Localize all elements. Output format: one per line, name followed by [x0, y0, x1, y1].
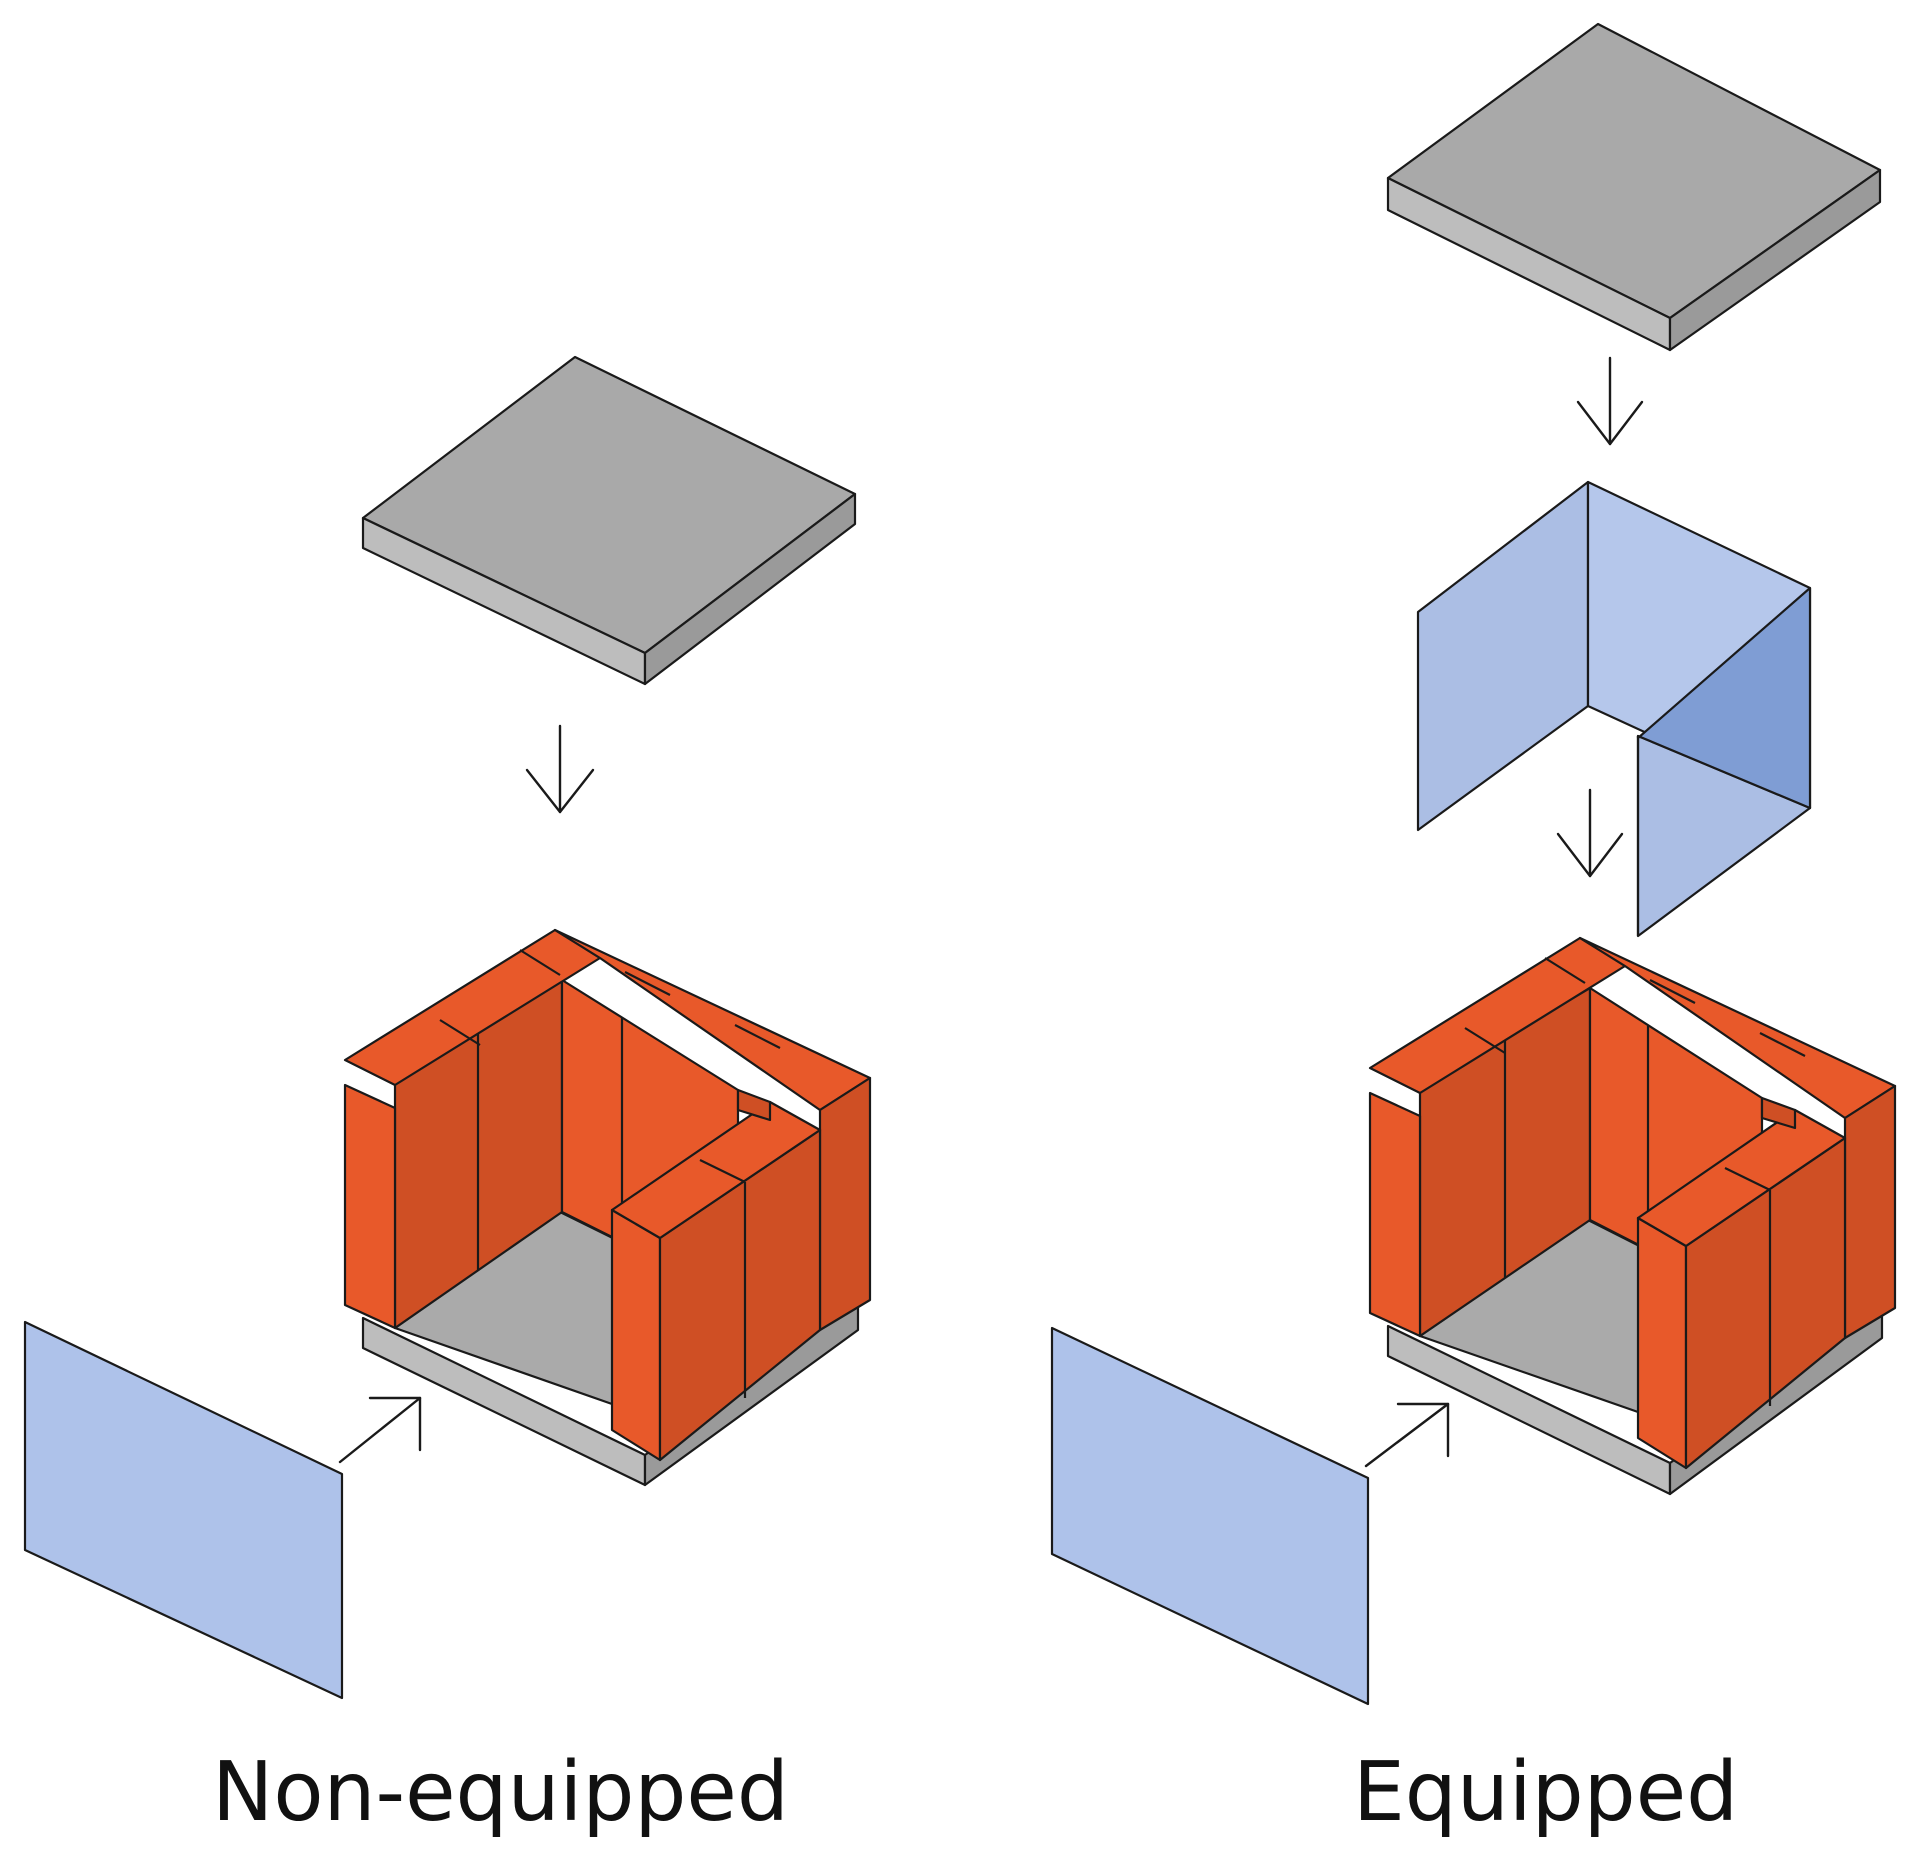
equipped-label: Equipped: [1353, 1745, 1739, 1840]
right-arrow-down-icon-2: [1556, 788, 1624, 878]
non-equipped-label: Non-equipped: [212, 1745, 789, 1840]
right-roof-slab: [1386, 22, 1882, 352]
right-arrow-diagonal-icon: [1364, 1402, 1450, 1468]
equipped-assembly: [1050, 22, 1897, 1706]
left-arrow-diagonal-icon: [338, 1396, 422, 1464]
right-glass-enclosure: [1416, 480, 1812, 938]
left-glass-panel: [23, 1320, 344, 1700]
left-arrow-down-icon: [525, 724, 595, 814]
right-arrow-down-icon-1: [1576, 356, 1644, 446]
left-roof-slab: [361, 355, 857, 686]
right-brick-walls: [1368, 936, 1897, 1470]
non-equipped-assembly: [23, 355, 872, 1700]
left-brick-walls: [343, 928, 872, 1462]
right-glass-panel: [1050, 1326, 1370, 1706]
